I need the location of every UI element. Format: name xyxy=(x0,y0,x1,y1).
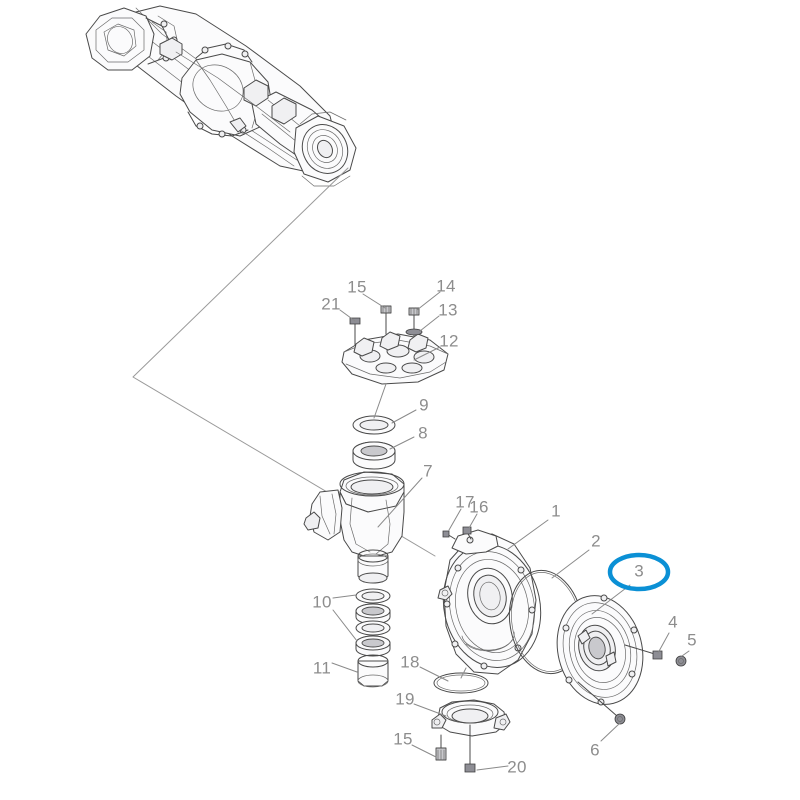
leader-lines xyxy=(331,291,690,771)
bearing-ring-stack-part xyxy=(355,588,391,657)
fasteners-4-5-part xyxy=(624,644,687,667)
callout-label-12[interactable]: 12 xyxy=(439,331,459,350)
callout-label-14[interactable]: 14 xyxy=(436,276,456,295)
callout-label-10[interactable]: 10 xyxy=(312,592,332,611)
callout-label-20[interactable]: 20 xyxy=(507,757,527,776)
bottom-bolt-20-part xyxy=(464,724,476,773)
bottom-bolt-15-part xyxy=(435,734,447,761)
callout-label-5[interactable]: 5 xyxy=(687,630,697,649)
callout-label-8[interactable]: 8 xyxy=(418,423,428,442)
callout-label-15[interactable]: 15 xyxy=(347,277,367,296)
callout-label-3[interactable]: 3 xyxy=(634,561,643,580)
screw-6-part xyxy=(577,681,626,725)
cover-plate-assembly xyxy=(341,305,449,385)
bearing-cap-part xyxy=(431,699,511,737)
hub-cover-flange-part xyxy=(556,594,644,706)
locating-pins-part xyxy=(442,526,472,540)
shim-ring-part xyxy=(352,415,396,435)
callout-label-18[interactable]: 18 xyxy=(400,652,420,671)
knuckle-housing-part xyxy=(437,529,542,675)
bushing-part xyxy=(357,654,389,688)
callout-label-4[interactable]: 4 xyxy=(668,612,678,631)
seal-ring-part xyxy=(352,441,396,470)
callout-label-13[interactable]: 13 xyxy=(438,300,458,319)
callout-label-6[interactable]: 6 xyxy=(590,740,600,759)
callout-label-1[interactable]: 1 xyxy=(551,501,561,520)
callout-label-7[interactable]: 7 xyxy=(423,461,433,480)
callout-label-9[interactable]: 9 xyxy=(419,395,429,414)
callout-label-15b[interactable]: 15 xyxy=(393,729,413,748)
leader-housing-to-gasket xyxy=(460,667,467,679)
callout-label-19[interactable]: 19 xyxy=(395,689,415,708)
callout-label-2[interactable]: 2 xyxy=(591,531,601,550)
axle-housing-assembly xyxy=(85,5,357,187)
leader-plate-to-rings xyxy=(373,383,387,419)
highlight-ellipse-item-3 xyxy=(607,552,671,592)
steering-knuckle-part xyxy=(303,471,405,584)
callout-label-21[interactable]: 21 xyxy=(321,294,341,313)
callout-label-16[interactable]: 16 xyxy=(469,497,489,516)
callout-label-17[interactable]: 17 xyxy=(455,492,475,511)
gasket-part xyxy=(433,672,489,694)
callout-label-11[interactable]: 11 xyxy=(313,658,331,677)
